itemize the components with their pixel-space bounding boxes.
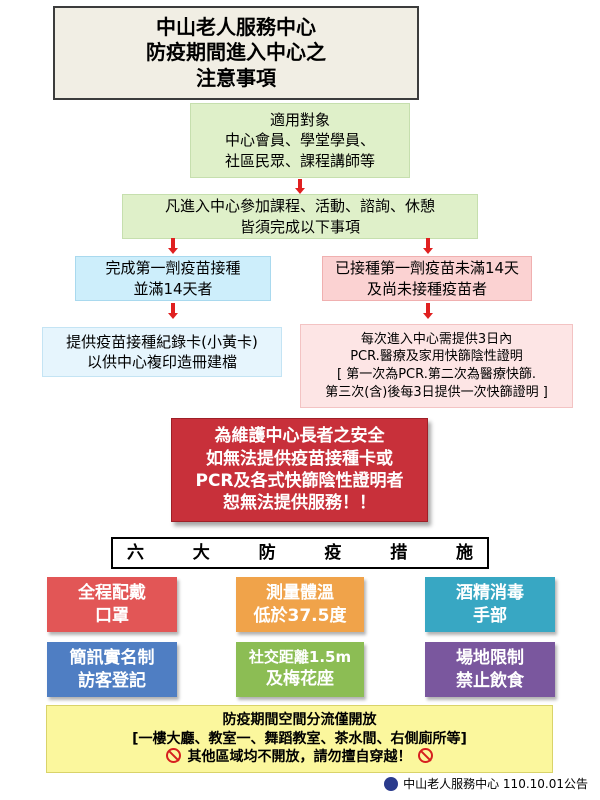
measure-line-2: 禁止飲食 xyxy=(456,670,524,691)
six-measures-char: 防 xyxy=(258,542,276,563)
notice-line-3-wrap: 其他區域均不開放，請勿擅自穿越！ xyxy=(164,748,436,767)
right-condition-line-2: 及尚未接種疫苗者 xyxy=(366,279,487,298)
applicable-line-2: 中心會員、學堂學員、 xyxy=(224,131,375,150)
requirement-box: 凡進入中心參加課程、活動、諮詢、休憩 皆須完成以下事項 xyxy=(122,194,478,239)
applicable-heading: 適用對象 xyxy=(269,111,330,130)
left-action-line-1: 提供疫苗接種紀錄卡(小黃卡) xyxy=(66,332,258,351)
measure-line-1: 簡訊實名制 xyxy=(69,648,155,669)
measure-sanitize-tile: 酒精消毒 手部 xyxy=(425,577,555,632)
left-condition-box: 完成第一劑疫苗接種 並滿14天者 xyxy=(75,256,271,301)
measure-no-eating-tile: 場地限制 禁止飲食 xyxy=(425,642,555,697)
measure-line-1: 場地限制 xyxy=(456,648,524,669)
requirement-line-1: 凡進入中心參加課程、活動、諮詢、休憩 xyxy=(164,197,435,216)
measure-line-2: 訪客登記 xyxy=(78,670,146,691)
six-measures-char: 施 xyxy=(455,542,473,563)
arrow-down-left-2-icon xyxy=(168,303,178,319)
notice-line-2: [一樓大廳、教室一、舞蹈教室、茶水間、右側廁所等] xyxy=(132,730,467,747)
six-measures-char: 措 xyxy=(390,542,408,563)
right-action-line-2: PCR.醫療及家用快篩陰性證明 xyxy=(350,349,523,365)
left-action-line-2: 以供中心複印造冊建檔 xyxy=(86,353,237,371)
warning-line-3: PCR及各式快篩陰性證明者 xyxy=(195,471,404,491)
measure-line-2: 口罩 xyxy=(95,605,129,626)
measure-mask-tile: 全程配戴 口罩 xyxy=(47,577,177,632)
arrow-down-left-icon xyxy=(168,238,178,254)
right-action-line-3: [ 第一次為PCR.第二次為醫療快篩. xyxy=(337,367,536,382)
prohibited-icon xyxy=(165,748,181,764)
warning-line-2: 如無法提供疫苗接種卡或 xyxy=(206,448,393,469)
measure-line-1: 測量體溫 xyxy=(266,583,334,604)
right-condition-box: 已接種第一劑疫苗未滿14天 及尚未接種疫苗者 xyxy=(322,256,532,301)
measure-line-2: 及梅花座 xyxy=(266,669,334,690)
notice-line-1: 防疫期間空間分流僅開放 xyxy=(222,711,377,728)
notice-line-3: 其他區域均不開放，請勿擅自穿越！ xyxy=(187,749,412,766)
six-measures-char: 大 xyxy=(192,542,210,563)
six-measures-heading: 六 大 防 疫 措 施 xyxy=(111,537,489,569)
measure-temperature-tile: 測量體溫 低於37.5度 xyxy=(236,577,364,632)
arrow-down-icon xyxy=(295,179,305,194)
measure-line-1: 社交距離1.5m xyxy=(248,648,352,667)
title-line-3: 注意事項 xyxy=(196,65,276,90)
page-title: 中山老人服務中心 防疫期間進入中心之 注意事項 xyxy=(53,6,419,100)
title-line-2: 防疫期間進入中心之 xyxy=(146,40,326,65)
space-notice-box: 防疫期間空間分流僅開放 [一樓大廳、教室一、舞蹈教室、茶水間、右側廁所等] 其他… xyxy=(46,705,553,773)
measure-line-2: 手部 xyxy=(473,605,507,626)
title-line-1: 中山老人服務中心 xyxy=(156,14,316,39)
right-action-line-1: 每次進入中心需提供3日內 xyxy=(360,331,513,347)
footer: 中山老人服務中心 110.10.01公告 xyxy=(384,775,588,792)
measure-line-2: 低於37.5度 xyxy=(253,605,347,626)
warning-line-4: 恕無法提供服務！！ xyxy=(223,493,376,514)
arrow-down-right-2-icon xyxy=(423,303,433,319)
left-action-box: 提供疫苗接種紀錄卡(小黃卡) 以供中心複印造冊建檔 xyxy=(42,327,282,377)
organization-seal-icon xyxy=(384,776,399,791)
right-condition-line-1: 已接種第一劑疫苗未滿14天 xyxy=(334,259,520,278)
applicable-line-3: 社區民眾、課程講師等 xyxy=(224,151,375,170)
footer-text: 中山老人服務中心 110.10.01公告 xyxy=(403,777,588,791)
measure-line-1: 全程配戴 xyxy=(78,583,146,604)
six-measures-char: 疫 xyxy=(324,542,342,563)
left-condition-line-2: 並滿14天者 xyxy=(133,279,213,298)
requirement-line-2: 皆須完成以下事項 xyxy=(239,217,360,236)
six-measures-char: 六 xyxy=(127,542,144,563)
prohibited-icon xyxy=(418,748,434,764)
arrow-down-right-icon xyxy=(423,238,433,254)
applicable-audience-box: 適用對象 中心會員、學堂學員、 社區民眾、課程講師等 xyxy=(190,103,410,178)
warning-line-1: 為維護中心長者之安全 xyxy=(214,426,385,447)
warning-box: 為維護中心長者之安全 如無法提供疫苗接種卡或 PCR及各式快篩陰性證明者 恕無法… xyxy=(171,418,428,522)
right-action-box: 每次進入中心需提供3日內 PCR.醫療及家用快篩陰性證明 [ 第一次為PCR.第… xyxy=(300,324,573,408)
left-condition-line-1: 完成第一劑疫苗接種 xyxy=(105,259,241,278)
right-action-line-4: 第三次(含)後每3日提供一次快篩證明 ] xyxy=(325,384,548,400)
measure-line-1: 酒精消毒 xyxy=(456,583,524,604)
measure-distance-tile: 社交距離1.5m 及梅花座 xyxy=(236,642,364,697)
measure-registration-tile: 簡訊實名制 訪客登記 xyxy=(47,642,177,697)
